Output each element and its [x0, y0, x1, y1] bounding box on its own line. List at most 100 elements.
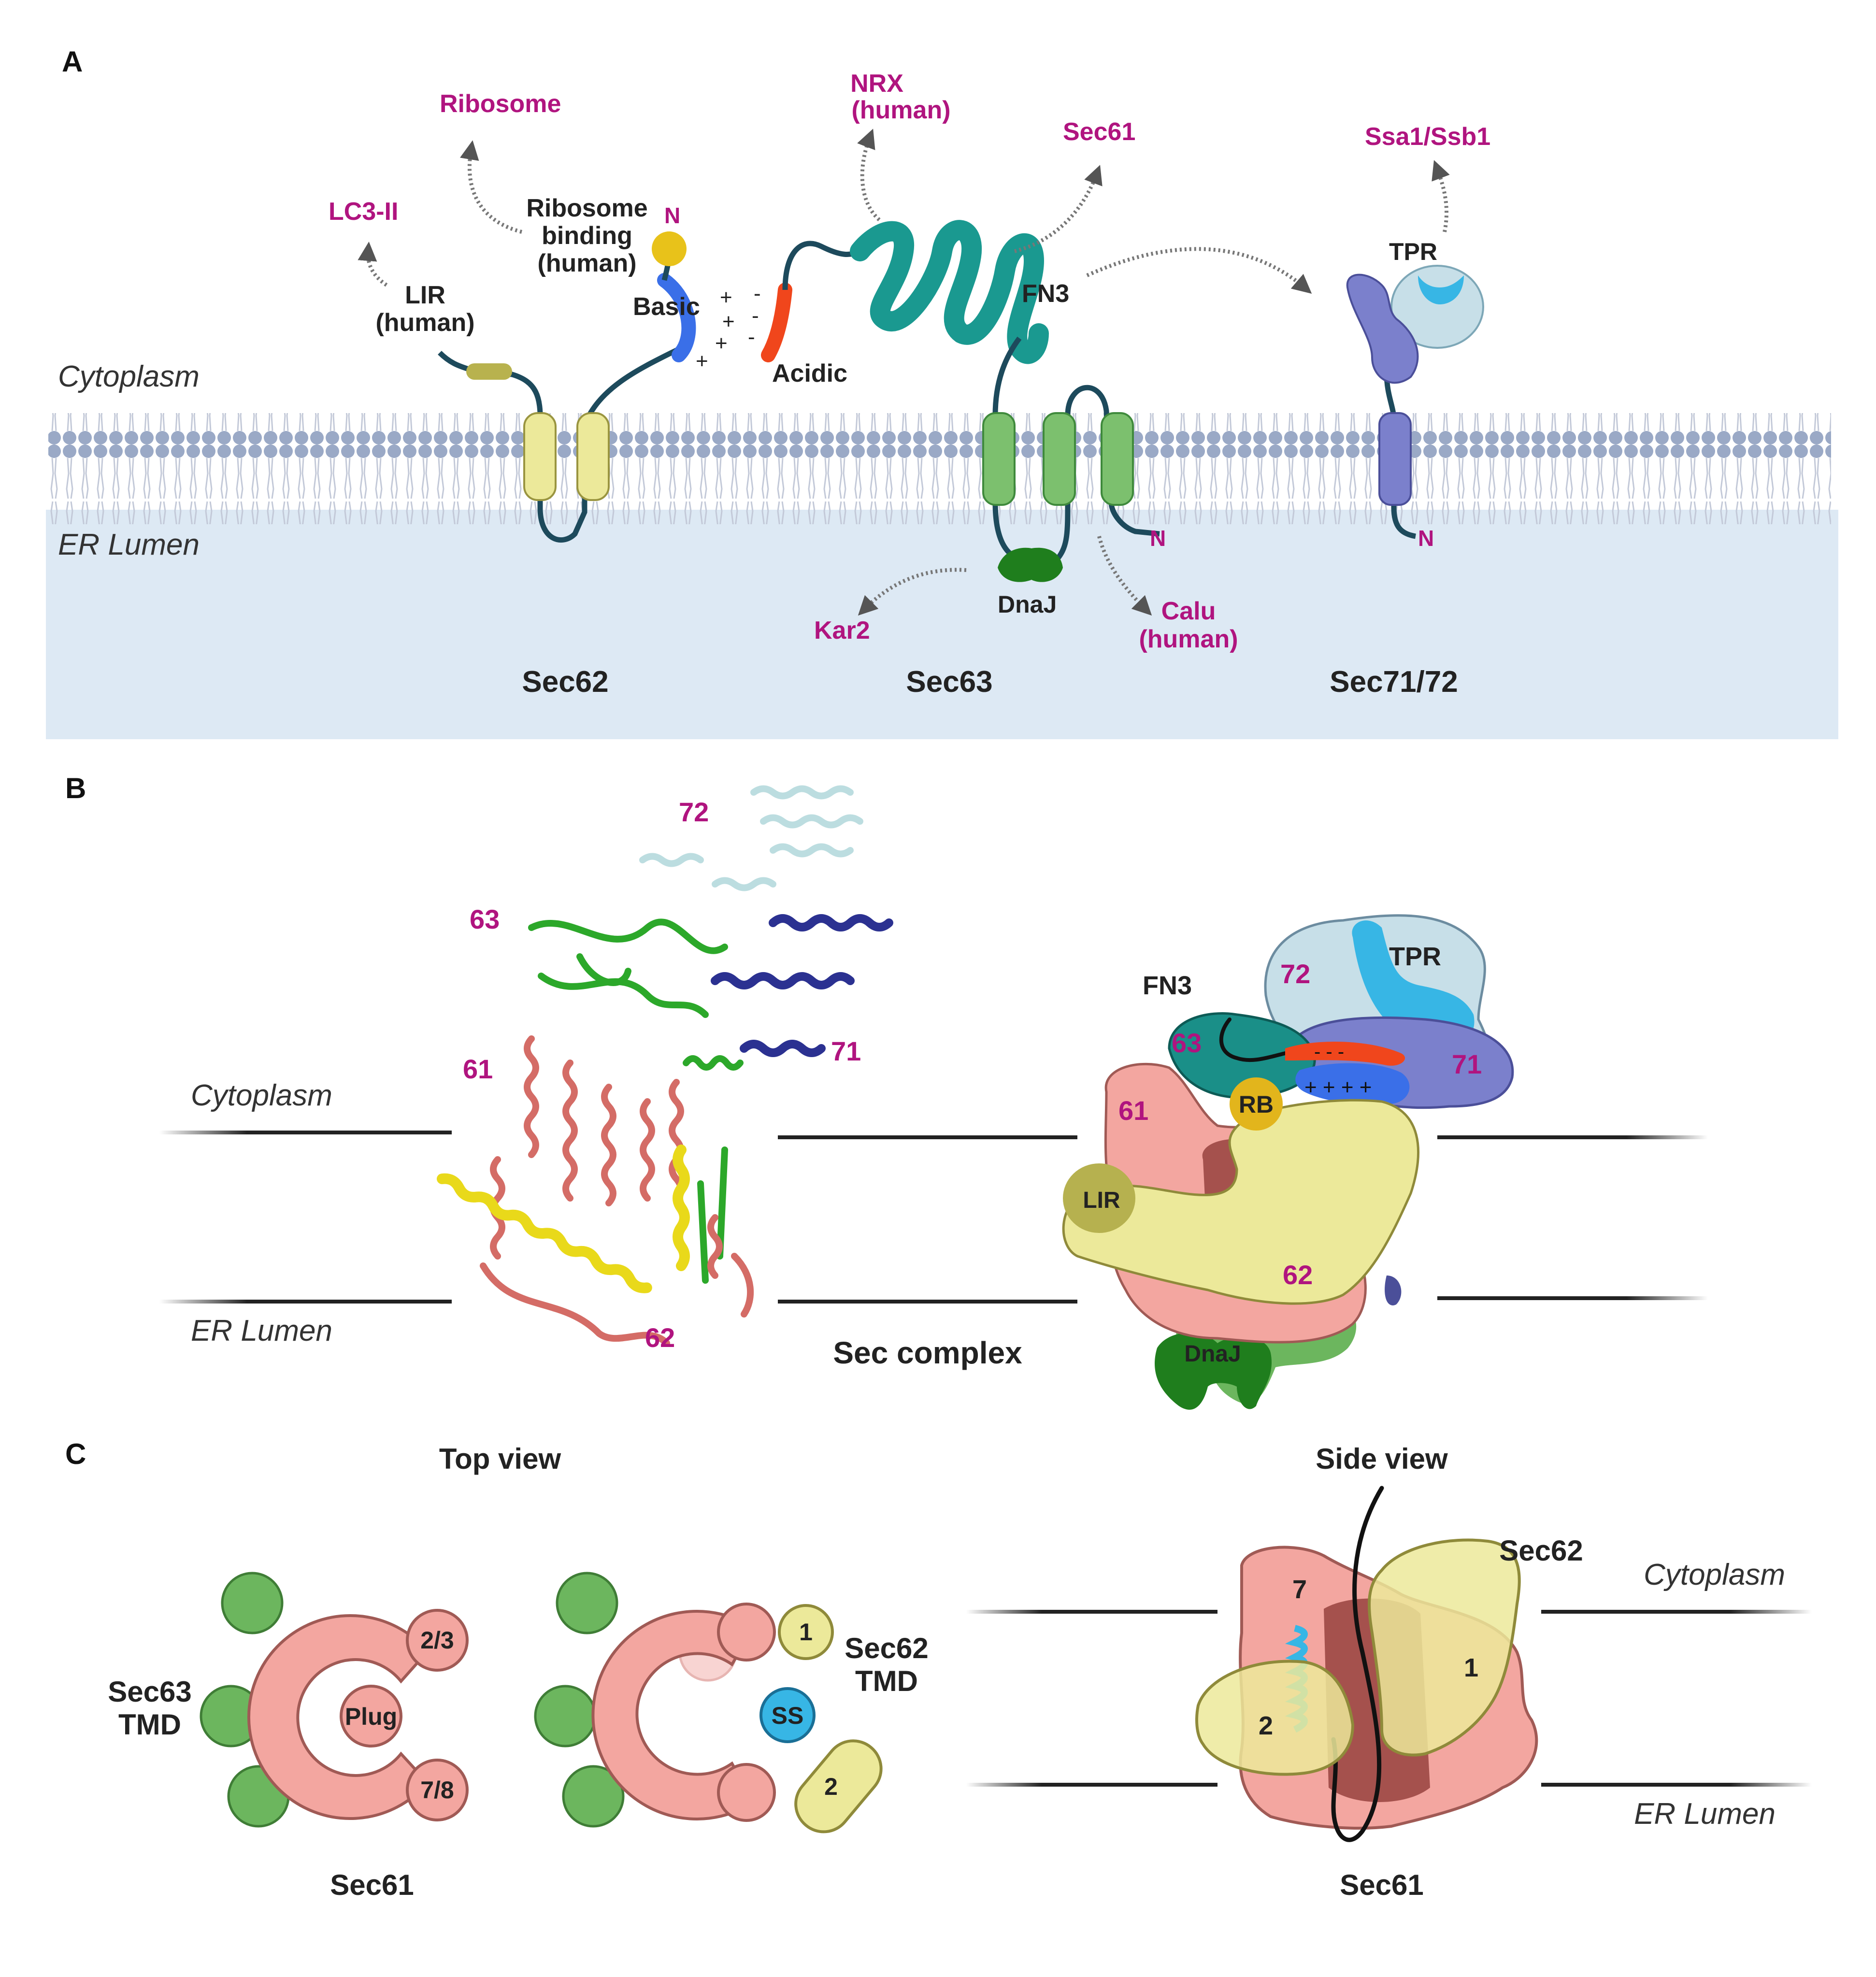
arrow-to-sec71 — [1086, 247, 1312, 294]
sec71-72-topology: N — [1346, 265, 1484, 551]
sec63-tm1 — [982, 412, 1016, 506]
lir-cartoon — [1063, 1163, 1135, 1233]
cartoon-72-label: 72 — [1280, 959, 1310, 989]
ssa-partner: Ssa1/Ssb1 — [1365, 123, 1490, 151]
ribbon-label-72: 72 — [679, 797, 709, 827]
acidic-domain — [761, 283, 792, 362]
basic-domain — [657, 273, 696, 362]
er-lumen-label-b: ER Lumen — [191, 1314, 332, 1347]
sec-complex-cartoon: - - - + + + + FN3 TPR 72 63 71 61 RB LIR… — [1062, 914, 1514, 1410]
cartoon-rb-label: RB — [1239, 1091, 1274, 1118]
sec63-tmd-circle — [534, 1685, 597, 1748]
lateral-gate-open-top — [717, 1603, 776, 1662]
arrow-to-ribosome — [459, 140, 522, 234]
sec62-title-a: Sec62 — [522, 665, 608, 699]
arrow-to-sec61 — [1014, 165, 1103, 253]
sec63-title-a: Sec63 — [906, 665, 992, 699]
lir-domain — [466, 363, 512, 380]
cartoon-61-label: 61 — [1118, 1095, 1148, 1126]
sec-complex-ribbon-structure — [437, 785, 893, 1347]
dnaj-domain — [998, 547, 1063, 582]
sec62-side-tm — [1195, 1660, 1355, 1776]
sec62-tm2 — [576, 412, 610, 501]
ribosome-binding-label: binding — [542, 222, 632, 250]
sec61-tm7-label: 7 — [1292, 1575, 1307, 1604]
fn3-curve — [1219, 1017, 1287, 1062]
tpr-label: TPR — [1389, 238, 1437, 265]
membrane-line-bottom — [778, 1300, 1077, 1304]
sec61-top-label: Sec61 — [330, 1869, 414, 1901]
nrx-partner: NRX — [850, 70, 903, 98]
ss-label: SS — [772, 1702, 804, 1729]
tpr-cartoon — [1352, 920, 1475, 1045]
sec63-tmd-circle — [562, 1765, 625, 1828]
sec63-topology: N — [761, 220, 1166, 582]
membrane-line-top — [778, 1135, 1077, 1139]
er-lumen-region — [46, 510, 1838, 739]
sec7172-title-a: Sec71/72 — [1330, 665, 1458, 699]
panel-b: B Cytoplasm ER Lumen — [65, 772, 1708, 1410]
er-lumen-label-c: ER Lumen — [1634, 1797, 1776, 1831]
membrane-line-bottom — [159, 1300, 452, 1304]
lateral-gate-78 — [406, 1759, 469, 1821]
interaction-arrows — [358, 129, 1450, 616]
cartoon-dnaj-label: DnaJ — [1184, 1341, 1241, 1367]
membrane-line-bottom — [1541, 1783, 1812, 1787]
side-view-label: Side view — [1316, 1443, 1448, 1475]
sec62-tm2-pill — [794, 1739, 883, 1834]
ribbon-label-71: 71 — [831, 1036, 861, 1066]
plus-charges: + + + + — [1304, 1075, 1372, 1099]
minus-charges: - — [752, 304, 759, 328]
sec63-n-label: N — [1150, 526, 1166, 551]
rb-cartoon — [1230, 1077, 1283, 1131]
calu-human: (human) — [1139, 625, 1238, 653]
membrane-line-top — [1437, 1135, 1708, 1139]
sec-complex-label: Sec complex — [833, 1335, 1022, 1370]
top-view-closed: 2/3 7/8 Plug Sec63 TMD Sec61 — [108, 1572, 469, 1901]
sec62-side-label: Sec62 — [1499, 1534, 1583, 1567]
basic-strip-cartoon — [1295, 1063, 1410, 1105]
membrane-line-bottom — [1437, 1296, 1708, 1300]
cartoon-62-label: 62 — [1283, 1260, 1313, 1290]
sec61-helices — [480, 1035, 754, 1347]
dnaj-cartoon — [1155, 1332, 1272, 1410]
side-view: Cytoplasm ER Lumen 7 1 2 Sec62 Sec61 — [966, 1486, 1812, 1901]
membrane-bilayer — [48, 413, 1831, 524]
sec72-helices — [639, 785, 863, 891]
acidic-strip-cartoon — [1285, 1042, 1405, 1066]
cytoplasm-label-a: Cytoplasm — [58, 360, 200, 393]
nascent-chain — [1331, 1486, 1384, 1842]
sec62-topology: N + + + + - - - — [438, 203, 761, 543]
arrow-to-calu — [1097, 536, 1152, 616]
minus-charges: - - - — [1314, 1041, 1344, 1062]
sec62-side-1-label: 1 — [1464, 1653, 1478, 1682]
lir-label: LIR — [405, 281, 445, 309]
nrx-human: (human) — [851, 96, 950, 124]
tpr-domain — [1418, 275, 1464, 304]
sec62-side-2-label: 2 — [1259, 1711, 1273, 1740]
sec63-tmd-label: TMD — [118, 1708, 181, 1741]
sec63-strands — [528, 918, 744, 1284]
sec62-n-label: N — [664, 203, 680, 228]
membrane-line-top — [966, 1610, 1217, 1614]
acidic-label: Acidic — [772, 359, 847, 387]
top-view-open: 1 SS 2 Sec62 TMD — [534, 1572, 929, 1834]
sec62-tm2-label: 2 — [824, 1773, 838, 1800]
sec62-cartoon — [1062, 1099, 1419, 1305]
arrow-to-nrx — [857, 129, 881, 222]
arrow-to-lc3 — [358, 242, 388, 287]
basic-label: Basic — [633, 293, 700, 321]
sec62-tmd-label: Sec62 — [845, 1632, 929, 1664]
top-view-label: Top view — [439, 1443, 561, 1475]
plus-charges: + — [715, 331, 728, 355]
sec62-tm1-label: 1 — [799, 1619, 813, 1646]
arrow-to-kar2 — [858, 568, 967, 616]
sec62-side-cytosolic — [1368, 1538, 1521, 1757]
lateral-gate-23 — [406, 1609, 469, 1672]
sec62-tmd-label: TMD — [855, 1665, 918, 1697]
dnaj-label: DnaJ — [998, 591, 1057, 618]
ribosome-partner: Ribosome — [440, 90, 561, 118]
cytoplasm-label-b: Cytoplasm — [191, 1079, 332, 1112]
plus-charges: + — [696, 349, 708, 373]
lateral-gate-open-bottom — [717, 1763, 776, 1822]
